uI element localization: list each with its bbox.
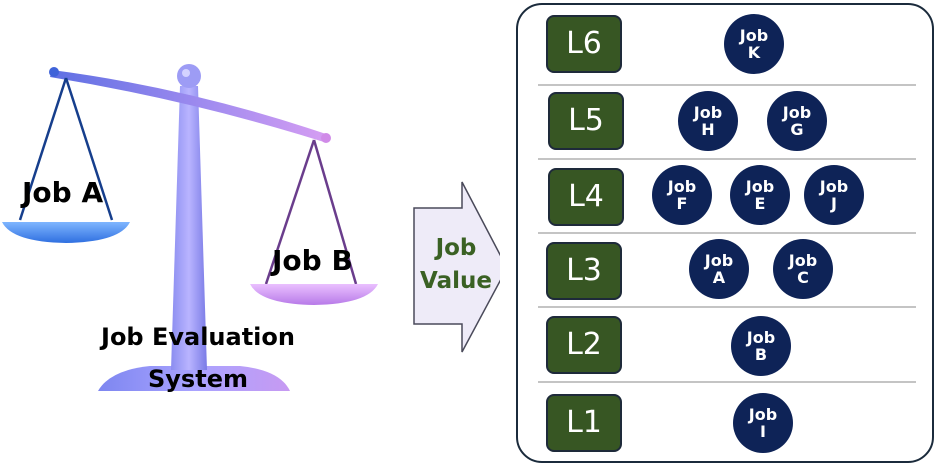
level-badge-l2: L2	[546, 316, 622, 374]
system-label-line2: System	[148, 365, 248, 393]
level-divider	[538, 232, 916, 234]
job-levels-panel	[516, 3, 934, 463]
right-pan-label: Job B	[272, 244, 353, 277]
system-label: Job Evaluation System	[70, 316, 326, 400]
level-badge-l1: L1	[546, 394, 622, 452]
level-badge-l3: L3	[546, 242, 622, 300]
level-badge-l6: L6	[546, 15, 622, 73]
level-divider	[538, 306, 916, 308]
level-divider	[538, 84, 916, 86]
level-divider	[538, 381, 916, 383]
system-label-line1: Job Evaluation	[101, 323, 295, 351]
level-divider	[538, 158, 916, 160]
right-arrow-icon	[413, 181, 500, 353]
left-pan-label: Job A	[22, 176, 104, 209]
level-badge-l5: L5	[548, 92, 624, 150]
arrow-label-line2: Value	[420, 268, 492, 294]
balance-scale-icon	[2, 64, 500, 391]
level-badge-l4: L4	[548, 168, 624, 226]
arrow-label: Job Value	[418, 232, 494, 298]
arrow-label-line1: Job	[435, 235, 477, 261]
